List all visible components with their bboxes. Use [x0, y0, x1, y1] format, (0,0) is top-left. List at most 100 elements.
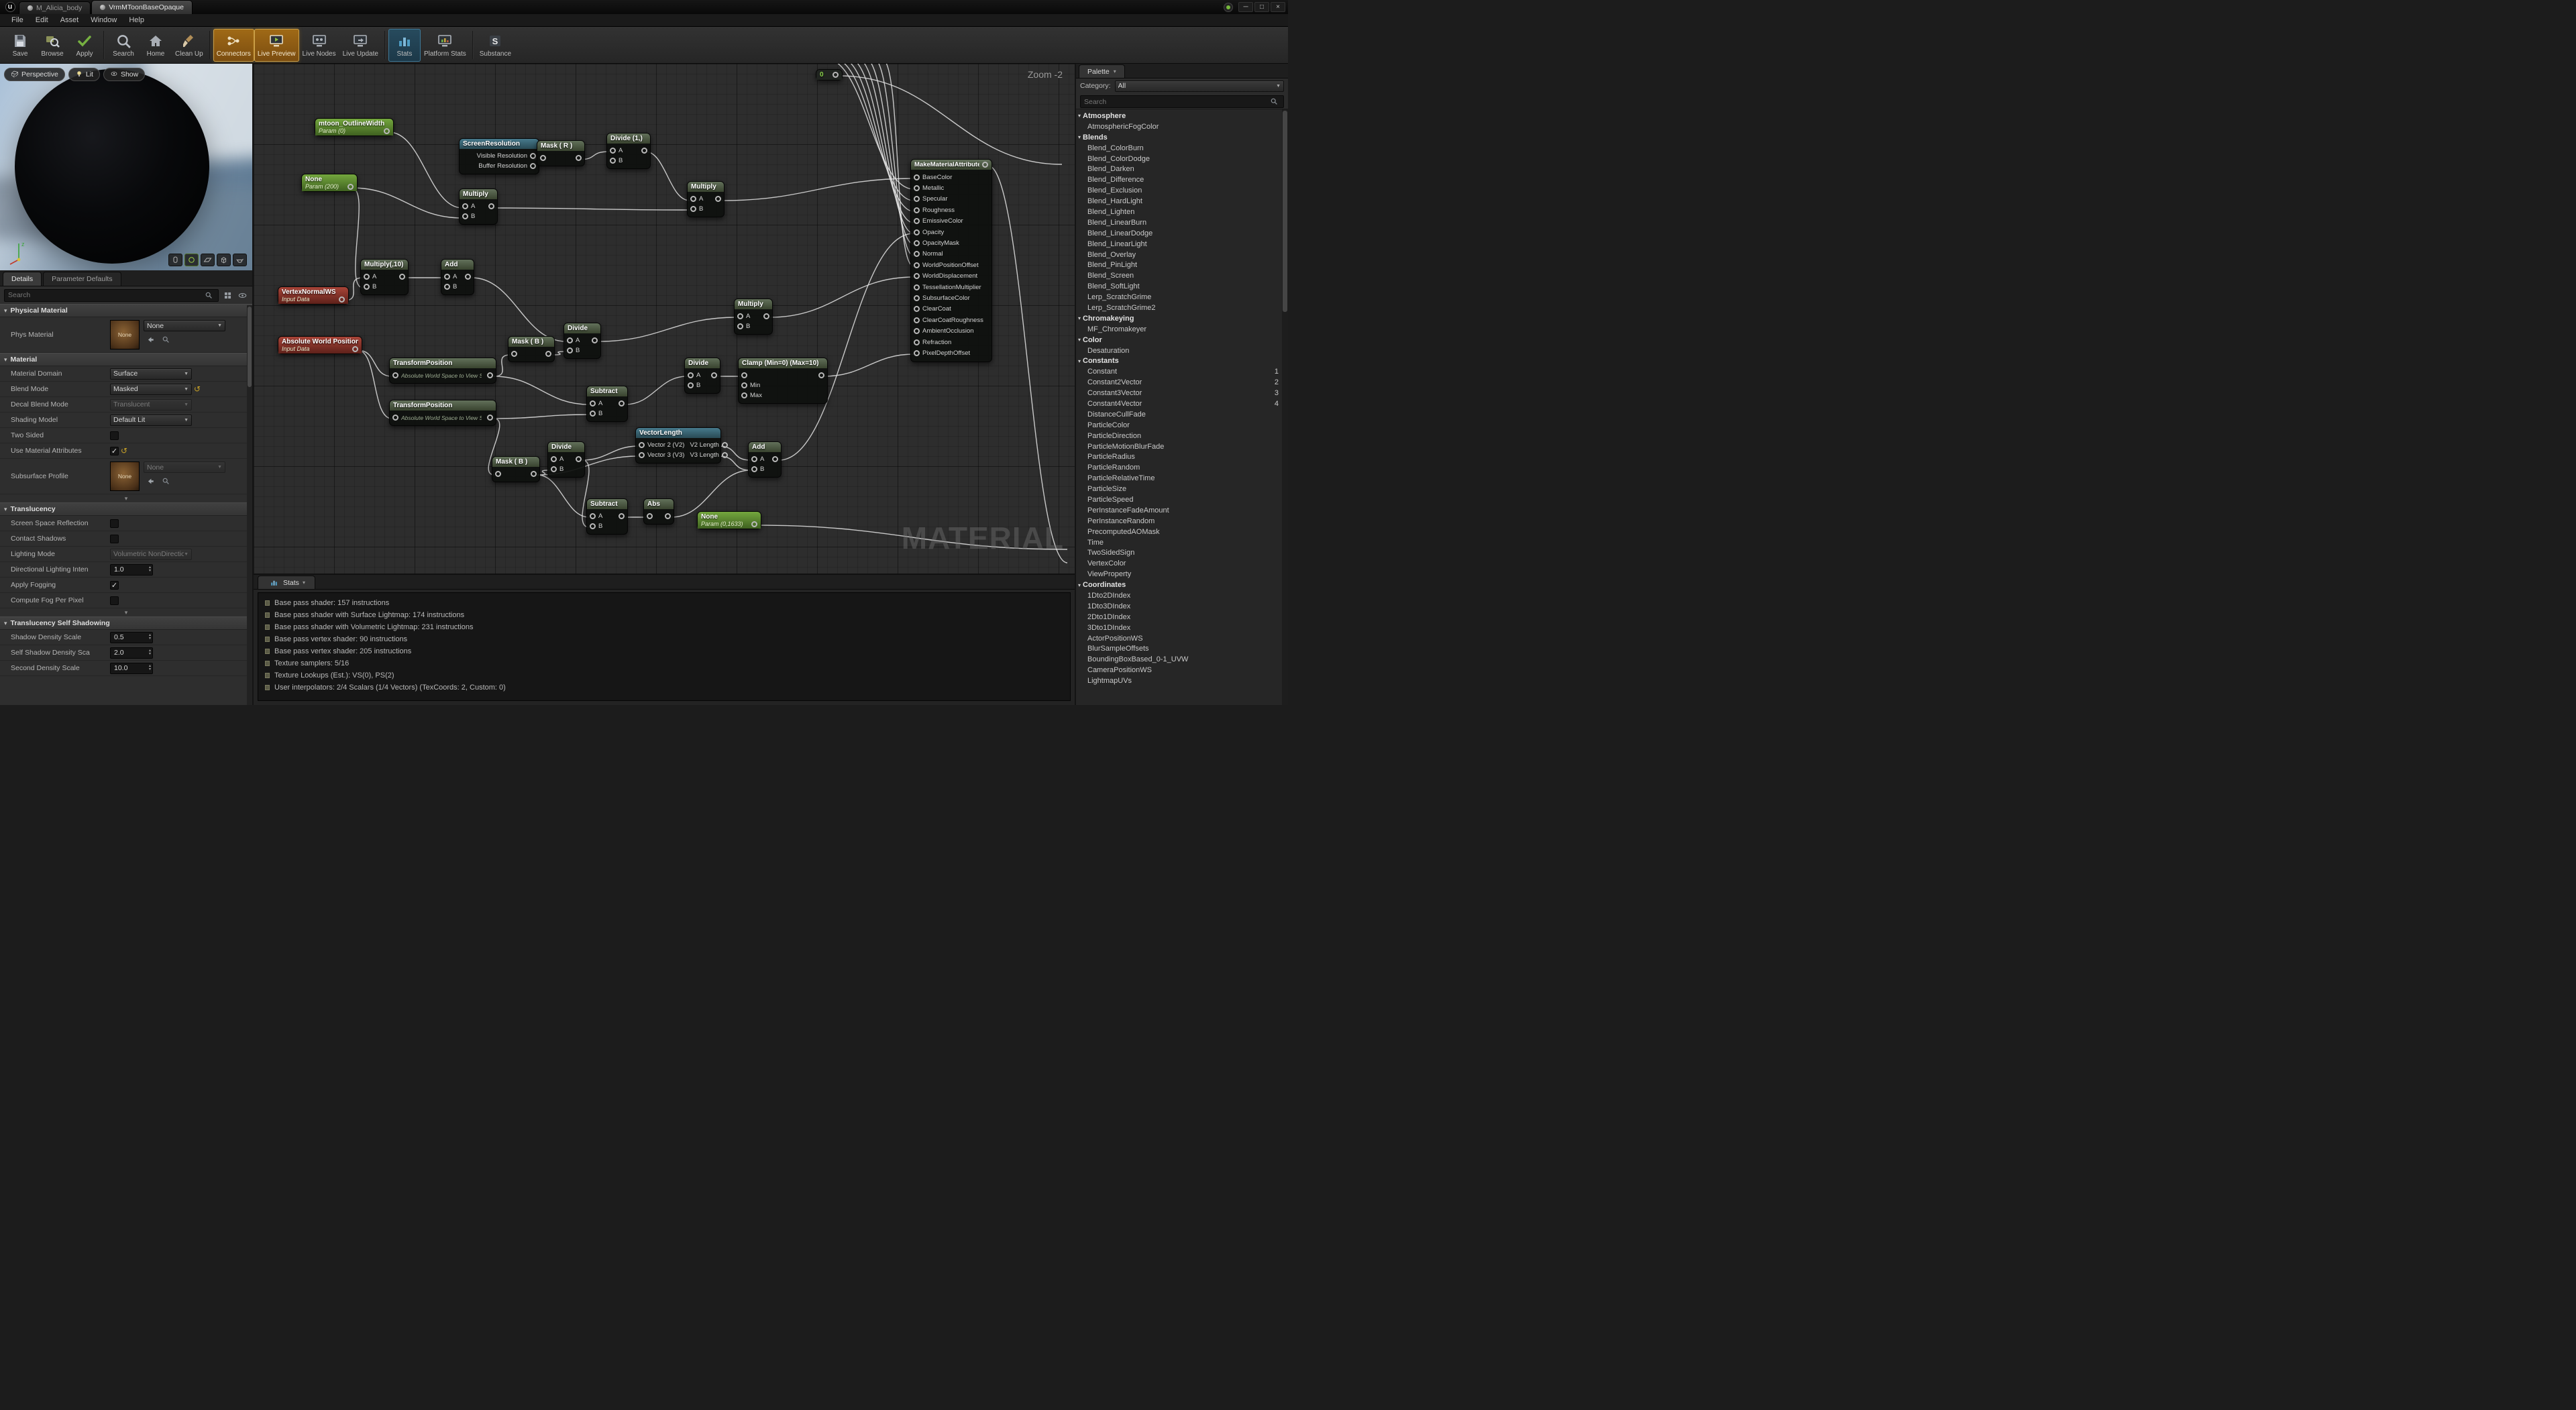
viewport-perspective-button[interactable]: Perspective [4, 68, 65, 81]
palette-tab[interactable]: Palette ▾ [1079, 64, 1125, 78]
subsurface-profile-dropdown[interactable]: None▼ [144, 462, 225, 473]
palette-category-blends[interactable]: ▾Blends [1076, 132, 1288, 143]
connectors-button[interactable]: Connectors [213, 28, 254, 62]
palette-item-blend-colordodge[interactable]: Blend_ColorDodge [1076, 154, 1288, 164]
details-scrollbar[interactable] [247, 305, 252, 705]
input-pin[interactable] [914, 339, 920, 345]
output-pin[interactable] [352, 345, 358, 352]
output-pin[interactable] [339, 296, 345, 303]
menu-item-file[interactable]: File [11, 16, 23, 24]
reset-to-default-icon[interactable]: ↺ [121, 446, 128, 455]
apply-fogging-checkbox[interactable] [110, 580, 119, 590]
input-pin[interactable] [914, 317, 920, 323]
live-update-button[interactable]: Live Update [339, 29, 382, 62]
palette-item-perinstancefadeamount[interactable]: PerInstanceFadeAmount [1076, 505, 1288, 516]
input-pin[interactable] [647, 513, 653, 519]
output-pin[interactable] [531, 471, 537, 477]
output-pin[interactable] [721, 442, 728, 448]
input-pin[interactable] [590, 513, 596, 519]
directional-lighting-inten-field[interactable]: 1.0▴▾ [110, 563, 153, 576]
input-pin[interactable] [688, 382, 694, 388]
output-pin[interactable] [751, 521, 757, 527]
material-domain-dropdown[interactable]: Surface▼ [110, 368, 192, 380]
palette-item-blend-hardlight[interactable]: Blend_HardLight [1076, 196, 1288, 207]
input-pin[interactable] [914, 240, 920, 247]
output-pin[interactable] [763, 313, 769, 319]
input-pin[interactable] [511, 351, 517, 357]
spinner-arrows-icon[interactable]: ▴▾ [148, 565, 151, 573]
input-pin[interactable] [590, 523, 596, 529]
palette-item-blend-linearburn[interactable]: Blend_LinearBurn [1076, 217, 1288, 228]
palette-item-mf-chromakeyer[interactable]: MF_Chromakeyer [1076, 324, 1288, 335]
reset-to-default-icon[interactable]: ↺ [194, 384, 201, 394]
grid-view-icon[interactable] [221, 289, 233, 301]
input-pin[interactable] [551, 466, 557, 472]
teapot-mesh-button[interactable] [233, 254, 247, 266]
palette-item-particlemotionblurfade[interactable]: ParticleMotionBlurFade [1076, 441, 1288, 452]
palette-item-blend-screen[interactable]: Blend_Screen [1076, 270, 1288, 281]
input-pin[interactable] [741, 392, 747, 398]
menu-item-edit[interactable]: Edit [35, 16, 48, 24]
output-pin[interactable] [641, 148, 647, 154]
browse-to-asset-icon[interactable] [160, 333, 172, 345]
plane-mesh-button[interactable] [201, 254, 215, 266]
spinner-arrows-icon[interactable]: ▴▾ [148, 649, 151, 656]
output-pin[interactable] [619, 513, 625, 519]
output-pin[interactable] [465, 274, 471, 280]
minimize-button[interactable]: ─ [1238, 2, 1253, 12]
stats-tab[interactable]: Stats ▾ [258, 576, 315, 589]
spinner-arrows-icon[interactable]: ▴▾ [148, 633, 151, 641]
input-pin[interactable] [914, 349, 920, 356]
section-expand-chevron-icon[interactable]: ▾ [124, 494, 128, 502]
input-pin[interactable] [914, 229, 920, 235]
palette-item-desaturation[interactable]: Desaturation [1076, 345, 1288, 356]
palette-item-particledirection[interactable]: ParticleDirection [1076, 431, 1288, 441]
live-preview-button[interactable]: Live Preview [254, 28, 299, 62]
palette-item-atmosphericfogcolor[interactable]: AtmosphericFogColor [1076, 121, 1288, 132]
input-pin[interactable] [737, 323, 743, 329]
palette-item-blend-overlay[interactable]: Blend_Overlay [1076, 250, 1288, 260]
graph-node-const-0[interactable]: 0 [816, 69, 843, 80]
palette-item-particlespeed[interactable]: ParticleSpeed [1076, 494, 1288, 505]
input-pin[interactable] [914, 174, 920, 180]
maximize-button[interactable]: □ [1254, 2, 1269, 12]
palette-item-particlerelativetime[interactable]: ParticleRelativeTime [1076, 473, 1288, 484]
section-expand-chevron-icon[interactable]: ▾ [124, 608, 128, 616]
output-pin[interactable] [818, 372, 824, 378]
input-pin[interactable] [690, 196, 696, 202]
palette-item-1dto3dindex[interactable]: 1Dto3DIndex [1076, 601, 1288, 612]
graph-node-mask-b-2[interactable]: Mask ( B ) [492, 456, 540, 482]
contact-shadows-checkbox[interactable] [110, 534, 119, 543]
input-pin[interactable] [610, 158, 616, 164]
palette-item-lerp-scratchgrime[interactable]: Lerp_ScratchGrime [1076, 292, 1288, 303]
input-pin[interactable] [364, 284, 370, 290]
palette-item-blend-linearlight[interactable]: Blend_LinearLight [1076, 239, 1288, 250]
palette-item-blend-lineardodge[interactable]: Blend_LinearDodge [1076, 228, 1288, 239]
input-pin[interactable] [551, 456, 557, 462]
palette-item-particleradius[interactable]: ParticleRadius [1076, 452, 1288, 463]
palette-item-boundingboxbased-0-1-uvw[interactable]: BoundingBoxBased_0-1_UVW [1076, 654, 1288, 665]
output-pin[interactable] [619, 400, 625, 406]
output-pin[interactable] [530, 163, 536, 169]
compute-fog-per-pixel-checkbox[interactable] [110, 596, 119, 605]
viewport-show-button[interactable]: Show [103, 68, 146, 81]
input-pin[interactable] [914, 207, 920, 213]
output-pin[interactable] [833, 72, 839, 78]
palette-search-input[interactable] [1084, 97, 1268, 106]
asset-thumbnail[interactable]: None [110, 462, 140, 491]
palette-item-precomputedaomask[interactable]: PrecomputedAOMask [1076, 527, 1288, 537]
output-pin[interactable] [715, 196, 721, 202]
output-pin[interactable] [487, 415, 493, 421]
palette-item-twosidedsign[interactable]: TwoSidedSign [1076, 548, 1288, 559]
output-pin[interactable] [545, 351, 551, 357]
graph-node-mask-r[interactable]: Mask ( R ) [537, 140, 585, 166]
